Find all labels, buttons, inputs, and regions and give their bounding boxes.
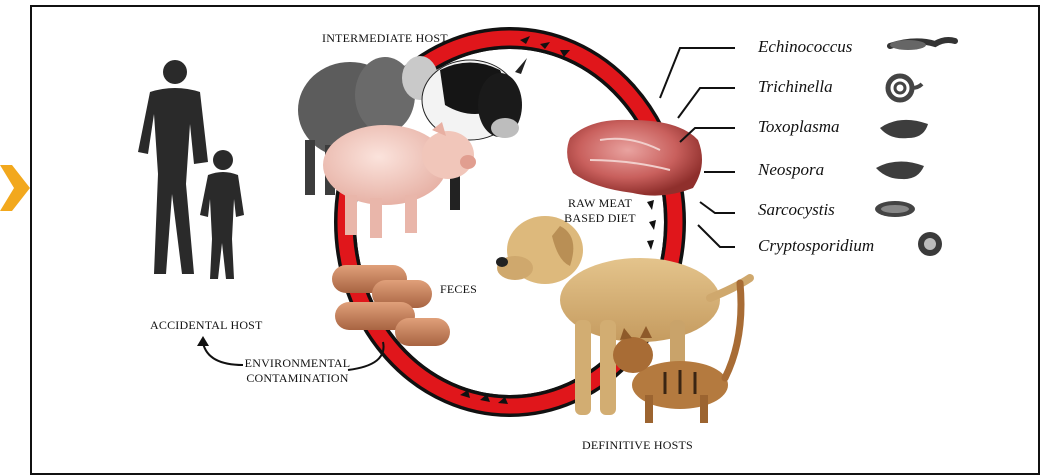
neospora-icon [876,161,924,179]
raw-meat-image [567,120,702,196]
parasite-name-trichinella: Trichinella [758,77,833,97]
accidental-host-label: ACCIDENTAL HOST [150,318,263,333]
raw-meat-label-line2: BASED DIET [560,211,640,226]
parasite-name-toxoplasma: Toxoplasma [758,117,840,137]
sarcocystis-icon [875,201,915,217]
env-label-line2: CONTAMINATION [235,371,360,386]
parasite-name-neospora: Neospora [758,160,824,180]
feces-label: FECES [440,282,477,297]
coiled-larva-icon [888,76,922,100]
oocyst-icon [918,232,942,256]
definitive-hosts-label: DEFINITIVE HOSTS [582,438,693,453]
parasite-name-echinococcus: Echinococcus [758,37,852,57]
tapeworm-icon [890,40,955,50]
env-label-line1: ENVIRONMENTAL [235,356,360,371]
pointer-arrow-icon [0,165,30,211]
raw-meat-label-line1: RAW MEAT [560,196,640,211]
intermediate-host-label: INTERMEDIATE HOST [322,31,448,46]
arrow-head-icon [197,336,209,346]
environmental-contamination-label: ENVIRONMENTAL CONTAMINATION [235,356,360,386]
toxoplasma-icon [880,120,928,138]
raw-meat-diet-label: RAW MEAT BASED DIET [560,196,640,226]
accidental-host-people-image [138,60,244,279]
parasite-name-cryptosporidium: Cryptosporidium [758,236,874,256]
parasite-name-sarcocystis: Sarcocystis [758,200,835,220]
